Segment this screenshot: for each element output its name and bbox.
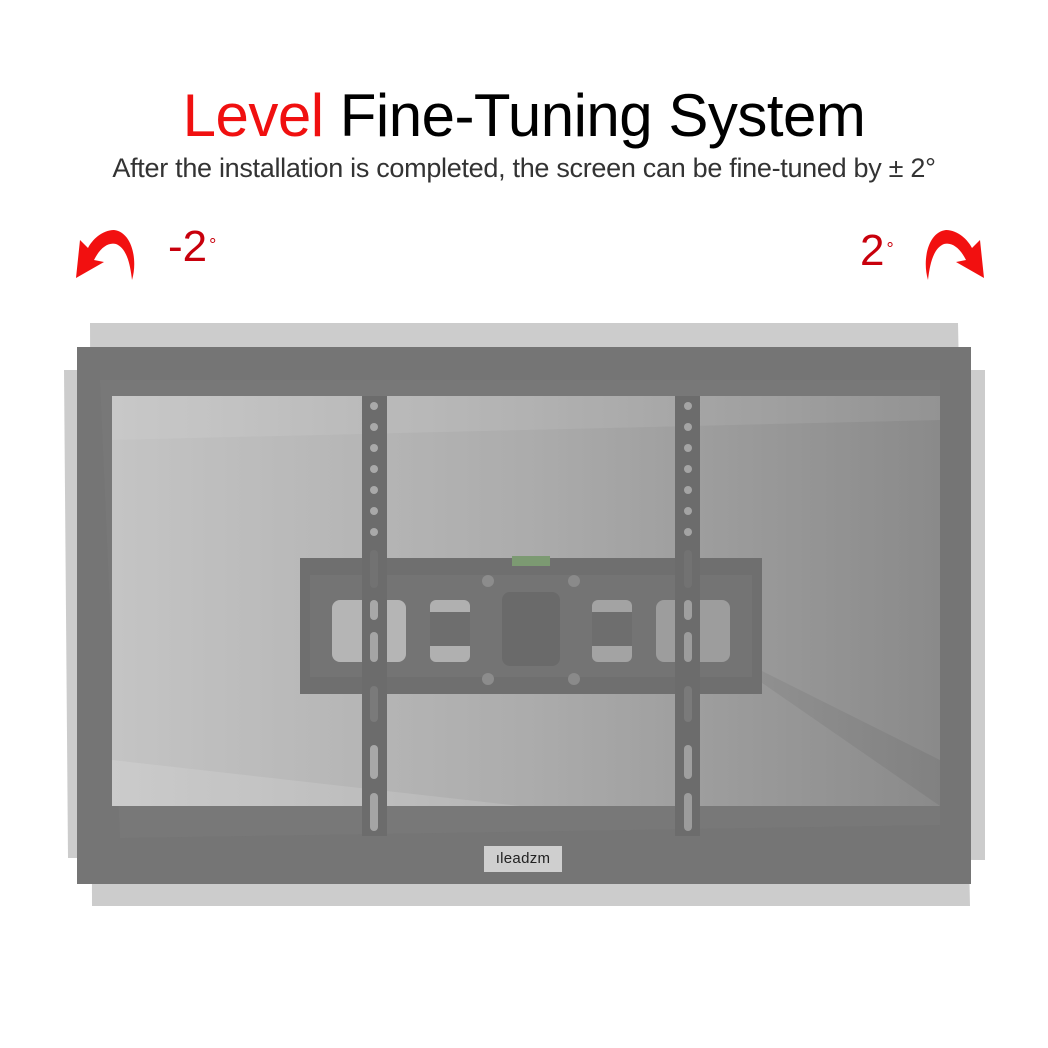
- title-rest: Fine-Tuning System: [323, 82, 866, 149]
- page-subtitle: After the installation is completed, the…: [112, 153, 936, 183]
- plus-two-degree-label: 2°: [860, 226, 894, 276]
- left-degree-value: -2: [168, 222, 208, 271]
- rotate-counterclockwise-arrow-icon: [76, 230, 135, 280]
- rotate-clockwise-arrow-icon: [925, 230, 984, 280]
- left-vertical-bracket: [362, 396, 387, 836]
- right-degree-value: 2: [860, 226, 885, 275]
- right-vertical-bracket: [675, 396, 700, 836]
- title-accent: Level: [182, 82, 324, 149]
- bubble-level: [512, 556, 550, 566]
- degree-symbol: °: [886, 239, 894, 259]
- page-title: Level Fine-Tuning System: [0, 78, 1048, 154]
- brand-logo: ıleadzm: [484, 846, 562, 872]
- degree-symbol: °: [209, 235, 217, 255]
- minus-two-degree-label: -2°: [168, 222, 216, 272]
